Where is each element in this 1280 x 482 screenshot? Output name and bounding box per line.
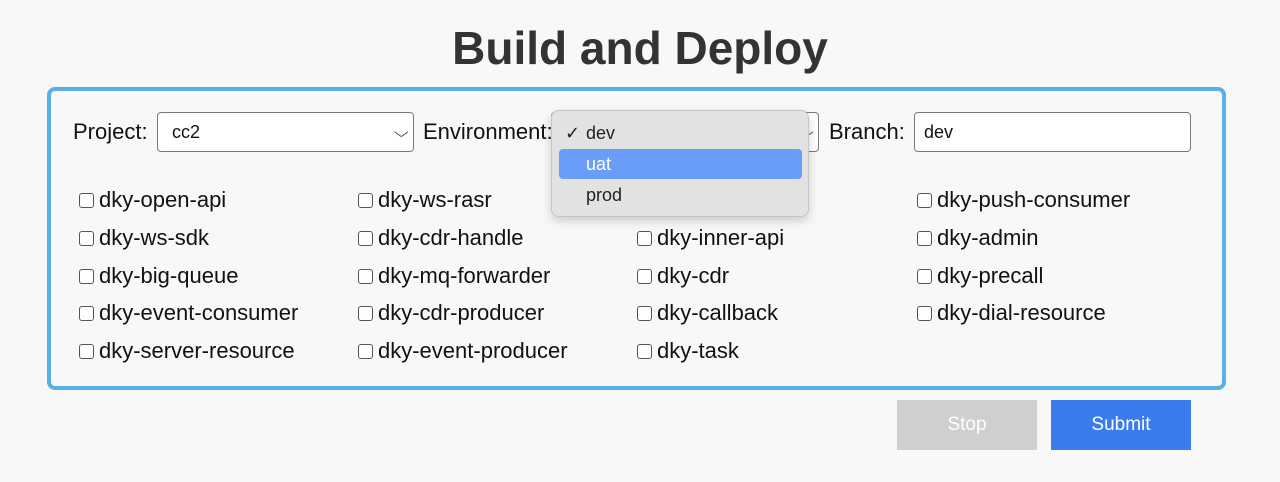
checkbox-item[interactable]: dky-task	[637, 338, 739, 364]
environment-option-dev[interactable]: ✓ dev	[559, 118, 802, 148]
branch-label: Branch:	[829, 119, 905, 144]
checkbox-item[interactable]: dky-cdr	[637, 263, 729, 289]
checkbox[interactable]	[358, 305, 373, 321]
checkbox-item[interactable]: dky-inner-api	[637, 225, 784, 251]
checkbox[interactable]	[358, 192, 373, 208]
checkbox[interactable]	[79, 268, 94, 284]
checkbox[interactable]	[917, 268, 932, 284]
checkbox[interactable]	[637, 268, 652, 284]
checkbox-item[interactable]: dky-big-queue	[79, 263, 238, 289]
environment-option-uat[interactable]: uat	[559, 149, 802, 179]
environment-option-prod[interactable]: prod	[586, 185, 623, 205]
branch-input[interactable]: dev	[914, 112, 1191, 152]
checkbox[interactable]	[79, 192, 94, 208]
environment-label: Environment:	[423, 119, 553, 144]
checkbox-item[interactable]: dky-push-consumer	[917, 187, 1130, 213]
checkbox[interactable]	[637, 230, 652, 246]
checkbox[interactable]	[358, 343, 373, 359]
stop-button[interactable]: Stop	[897, 400, 1037, 450]
checkbox[interactable]	[917, 305, 932, 321]
checkbox-item[interactable]: dky-precall	[917, 263, 1043, 289]
checkbox[interactable]	[79, 305, 94, 321]
project-label: Project:	[73, 119, 148, 144]
submit-button[interactable]: Submit	[1051, 400, 1191, 450]
checkbox-item[interactable]: dky-admin	[917, 225, 1038, 251]
checkbox[interactable]	[917, 230, 932, 246]
checkbox[interactable]	[637, 343, 652, 359]
checkbox-item[interactable]: dky-ws-rasr	[358, 187, 492, 213]
project-select[interactable]: cc2 ⌵	[157, 112, 414, 152]
checkbox-item[interactable]: dky-mq-forwarder	[358, 263, 550, 289]
checkbox-item[interactable]: dky-ws-sdk	[79, 225, 209, 251]
checkbox[interactable]	[917, 192, 932, 208]
checkbox-item[interactable]: dky-event-consumer	[79, 300, 298, 326]
checkbox[interactable]	[637, 305, 652, 321]
checkbox[interactable]	[358, 268, 373, 284]
environment-dropdown-menu: ✓ dev uat prod	[551, 110, 809, 217]
checkbox-item[interactable]: dky-server-resource	[79, 338, 295, 364]
page-title: Build and Deploy	[452, 22, 828, 74]
checkbox[interactable]	[79, 343, 94, 359]
checkbox-item[interactable]: dky-event-producer	[358, 338, 568, 364]
checkmark-icon: ✓	[565, 123, 581, 143]
checkbox-item[interactable]: dky-cdr-producer	[358, 300, 544, 326]
chevron-down-icon: ⌵	[394, 124, 410, 140]
project-select-value: cc2	[172, 122, 201, 142]
checkbox-item[interactable]: dky-dial-resource	[917, 300, 1106, 326]
checkbox-item[interactable]: dky-cdr-handle	[358, 225, 524, 251]
checkbox[interactable]	[358, 230, 373, 246]
checkbox-item[interactable]: dky-callback	[637, 300, 778, 326]
checkbox[interactable]	[79, 230, 94, 246]
checkbox-item[interactable]: dky-open-api	[79, 187, 226, 213]
